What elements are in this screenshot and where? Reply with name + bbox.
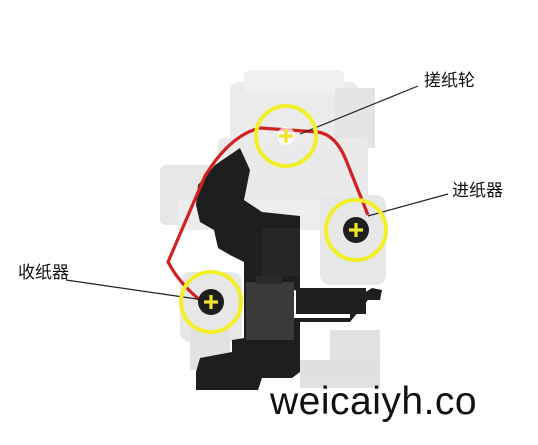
plus-icon: [279, 129, 293, 143]
support-frame: [196, 148, 382, 390]
feed-unit-marker: [324, 198, 388, 262]
take-up-unit-label: 收纸器: [18, 263, 69, 283]
watermark-text: weicaiyh.co: [270, 380, 478, 423]
plus-icon: [204, 295, 218, 309]
feed-unit-label: 进纸器: [452, 181, 503, 201]
plus-icon: [349, 223, 363, 237]
paper-path: [166, 126, 370, 308]
pickup-roller-marker: [254, 104, 318, 168]
pickup-roller-label: 搓纸轮: [424, 71, 475, 91]
take-up-unit-marker: [179, 270, 243, 334]
